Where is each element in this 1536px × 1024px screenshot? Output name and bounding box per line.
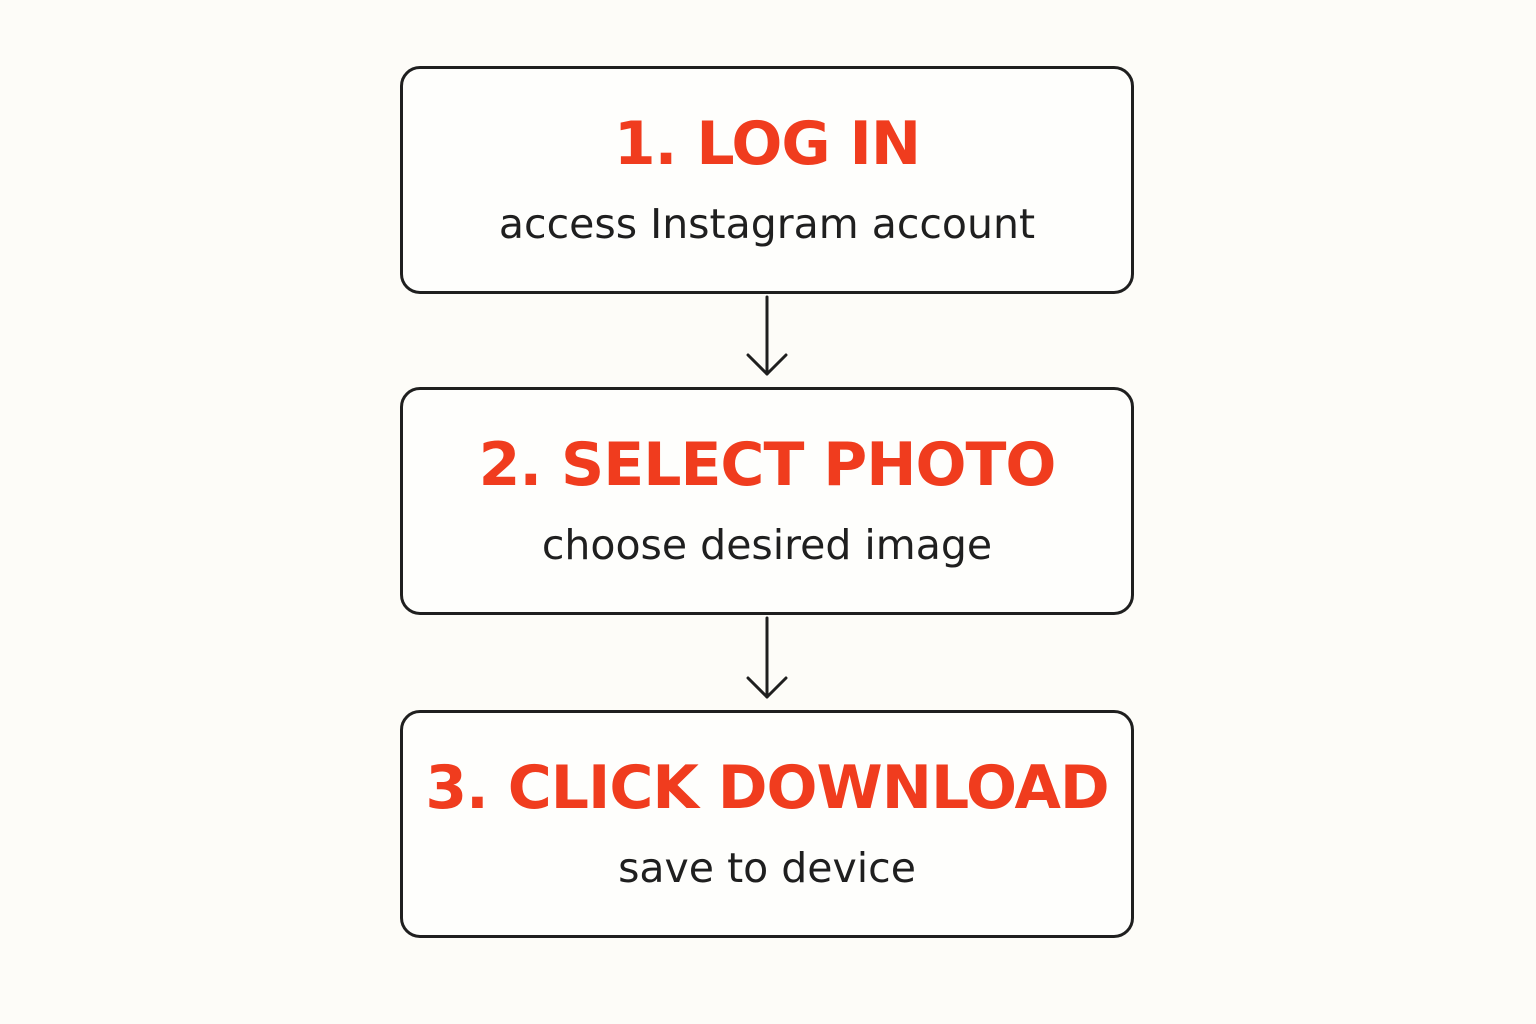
step-title: 3. CLICK DOWNLOAD [425,753,1109,823]
arrow-down-icon [746,616,788,699]
step-box-select-photo: 2. SELECT PHOTO choose desired image [400,387,1134,615]
step-description: save to device [618,844,916,892]
step-title: 1. LOG IN [613,109,921,179]
step-description: access Instagram account [498,200,1036,248]
step-box-click-download: 3. CLICK DOWNLOAD save to device [400,710,1134,938]
step-box-login: 1. LOG IN access Instagram account [400,66,1134,294]
step-title: 2. SELECT PHOTO [478,430,1057,500]
arrow-down-icon [746,295,788,376]
step-description: choose desired image [541,521,993,569]
